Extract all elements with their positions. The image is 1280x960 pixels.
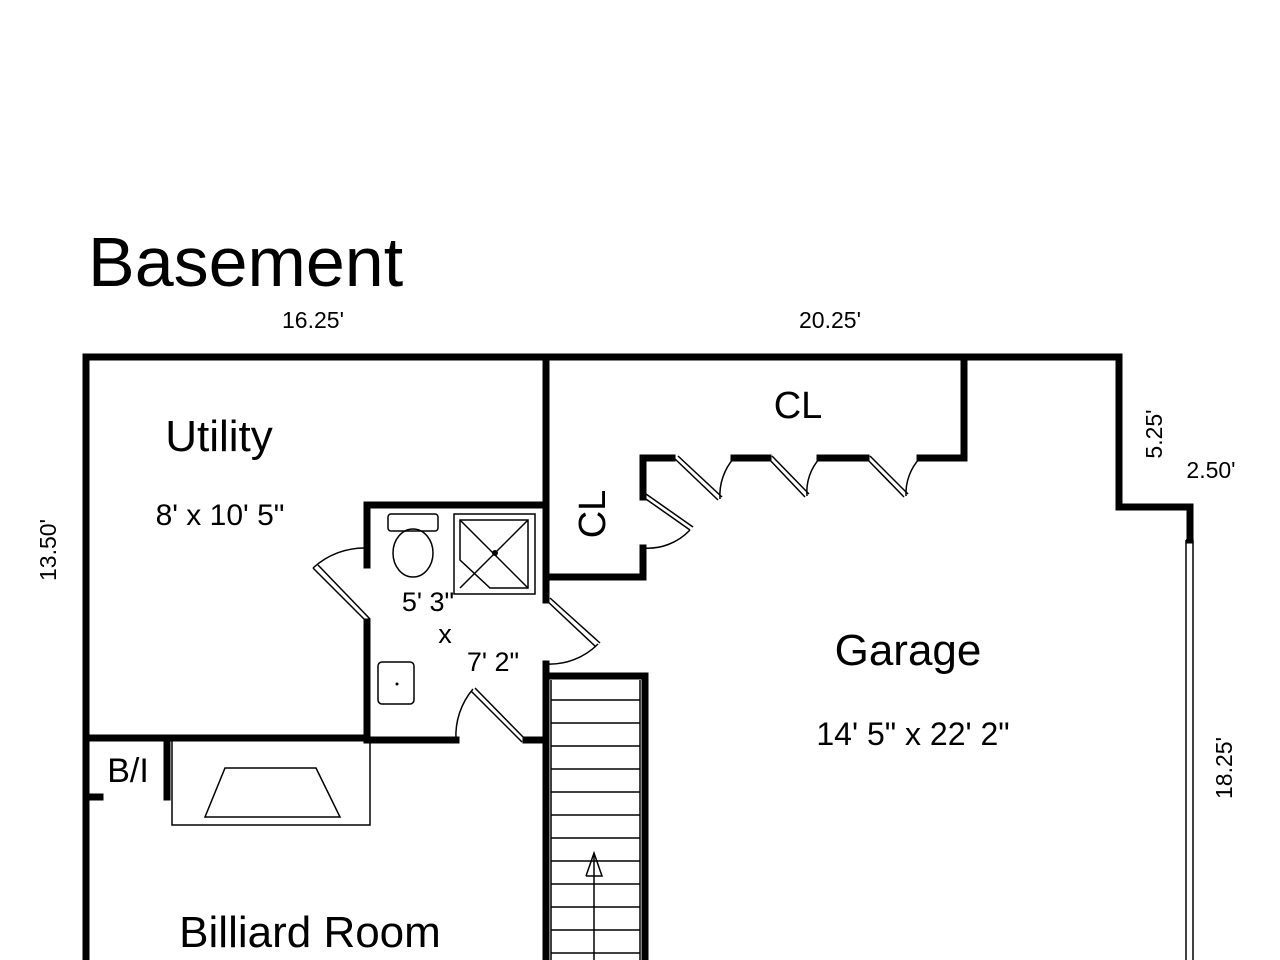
dimension-left: 13.50': [35, 519, 61, 581]
room-size-bath-line3: 7' 2": [467, 647, 519, 677]
plan-title: Basement: [88, 223, 403, 301]
dimension-top-left: 16.25': [282, 307, 344, 333]
room-size-garage: 14' 5" x 22' 2": [816, 716, 1009, 752]
stair-arrow: [585, 850, 604, 960]
outer-walls: [82, 353, 1194, 960]
room-size-bath-line1: 5' 3": [402, 587, 454, 617]
dimension-right-notch-vertical: 5.25': [1141, 409, 1167, 458]
room-label-closet-side: CL: [572, 490, 614, 539]
dimension-top-right: 20.25': [799, 307, 861, 333]
staircase: [550, 680, 641, 960]
room-size-utility: 8' x 10' 5": [156, 499, 285, 532]
dimension-right-notch-horizontal: 2.50': [1186, 457, 1235, 483]
room-label-billiard: Billiard Room: [179, 908, 441, 957]
room-label-utility: Utility: [165, 412, 273, 461]
room-label-garage: Garage: [835, 626, 982, 675]
built-in-cabinet: [171, 739, 371, 826]
room-size-bath-line2: x: [438, 619, 452, 649]
dimension-right: 18.25': [1211, 737, 1237, 799]
doors: [312, 455, 921, 743]
room-label-closet-top: CL: [774, 385, 823, 427]
shower-stall: [453, 513, 536, 595]
interior-walls: [82, 353, 968, 960]
toilet-bowl: [392, 528, 434, 578]
toilet-tank: [387, 513, 439, 532]
sink: [377, 661, 415, 705]
bathroom-fixtures: [377, 513, 536, 705]
room-label-built-in: B/I: [107, 752, 149, 790]
